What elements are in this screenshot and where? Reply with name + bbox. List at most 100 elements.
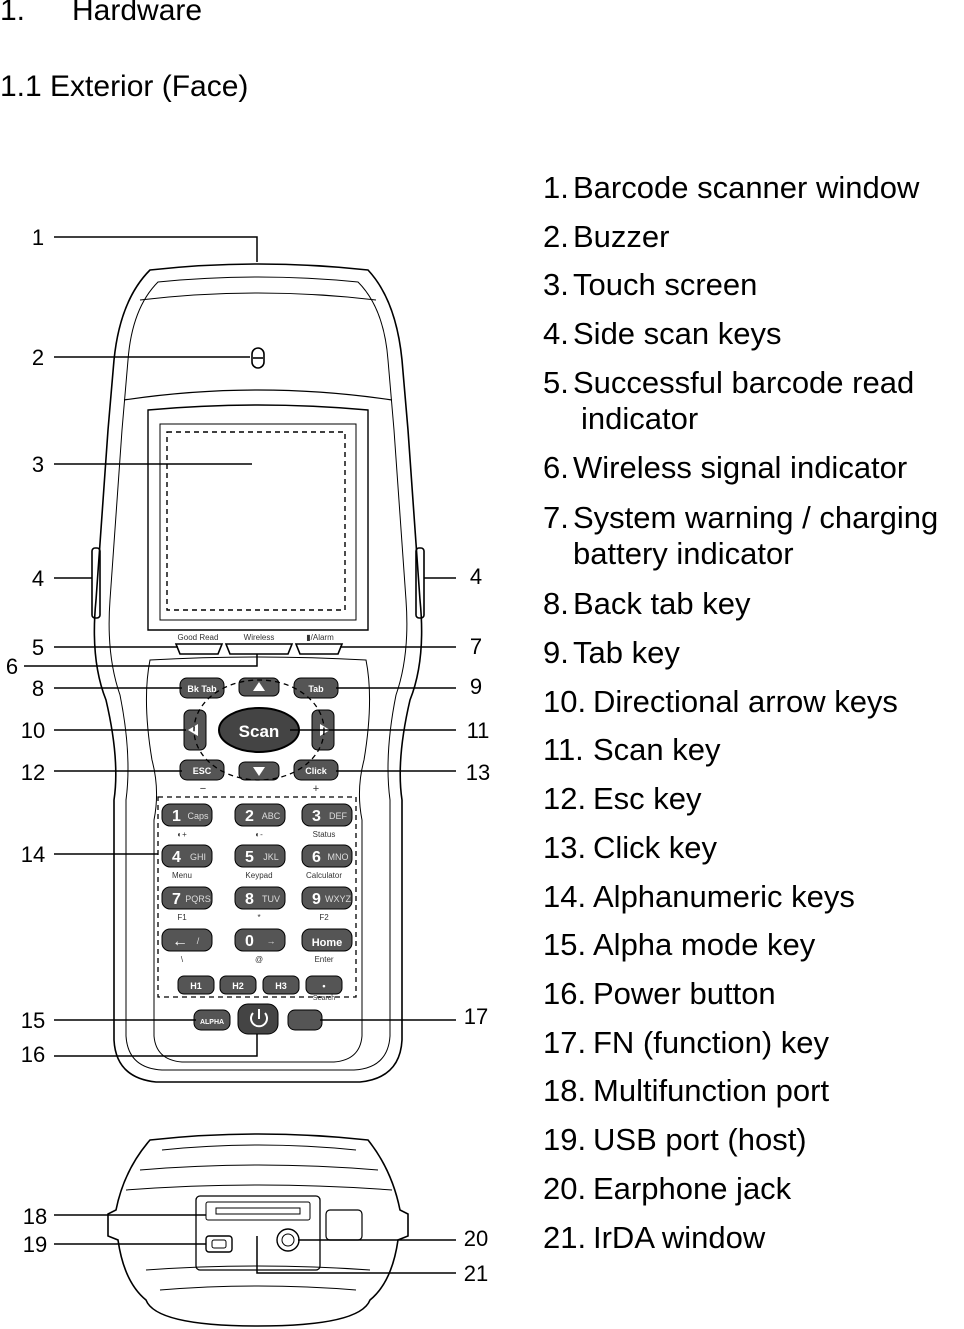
keypad-key-sublabel: Keypad bbox=[245, 871, 272, 880]
power-icon bbox=[250, 1009, 268, 1028]
callout-10: 10 bbox=[21, 718, 45, 743]
legend-item: 4.Side scan keys bbox=[543, 316, 782, 352]
legend-number: 11. bbox=[543, 732, 584, 767]
legend-item: 17.FN (function) key bbox=[543, 1025, 829, 1061]
legend-text: Side scan keys bbox=[573, 316, 782, 351]
callout-17: 17 bbox=[464, 1004, 488, 1029]
h-key[interactable] bbox=[262, 975, 300, 995]
click-key[interactable] bbox=[293, 759, 339, 781]
keypad-key-sublabel: Calculator bbox=[306, 871, 342, 880]
keypad-key[interactable] bbox=[301, 803, 353, 827]
legend-item: 3.Touch screen bbox=[543, 267, 757, 303]
callout-4-left: 4 bbox=[32, 566, 44, 591]
callout-3: 3 bbox=[32, 452, 44, 477]
legend-number: 3. bbox=[543, 267, 569, 302]
legend-text: Tab key bbox=[573, 635, 680, 670]
legend-number: 6. bbox=[543, 450, 569, 485]
legend-number: 18. bbox=[543, 1073, 587, 1108]
leader-lines bbox=[24, 236, 456, 1274]
legend-number: 10. bbox=[543, 684, 587, 719]
legend-item: 13.Click key bbox=[543, 830, 717, 866]
keypad-key[interactable] bbox=[161, 886, 213, 910]
keypad-key-letters: GHI bbox=[190, 852, 206, 862]
legend-item: 19.USB port (host) bbox=[543, 1122, 807, 1158]
legend-number: 4. bbox=[543, 316, 569, 351]
keypad-key-digit: Home bbox=[312, 937, 343, 949]
search-label: Search bbox=[313, 995, 335, 1002]
legend-text: USB port (host) bbox=[593, 1122, 807, 1157]
keypad-key-letters: MNO bbox=[328, 852, 349, 862]
keypad-key[interactable] bbox=[234, 844, 286, 868]
callout-4-right: 4 bbox=[470, 564, 482, 589]
legend-text: FN (function) key bbox=[593, 1025, 830, 1060]
keypad-key[interactable] bbox=[234, 886, 286, 910]
callout-8: 8 bbox=[32, 676, 44, 701]
arrow-left-icon bbox=[188, 724, 198, 736]
keypad-key-sublabel: @ bbox=[255, 955, 263, 964]
callout-6: 6 bbox=[6, 654, 18, 679]
keypad-key[interactable] bbox=[301, 886, 353, 910]
h-key-label: H3 bbox=[275, 981, 287, 991]
legend-text: Multifunction port bbox=[593, 1073, 830, 1108]
legend-text: Back tab key bbox=[573, 586, 751, 621]
h-key[interactable] bbox=[219, 975, 257, 995]
keypad-key-sublabel: \ bbox=[181, 955, 184, 964]
keypad-key-letters: Caps bbox=[187, 811, 209, 821]
callout-1: 1 bbox=[32, 225, 44, 250]
keypad-key-sublabel: ◐+ bbox=[177, 830, 187, 839]
legend-number: 1. bbox=[543, 170, 569, 205]
legend-item: 14.Alphanumeric keys bbox=[543, 879, 855, 915]
indicator-wireless: Wireless bbox=[244, 633, 275, 642]
legend-text: Barcode scanner window bbox=[573, 170, 920, 205]
keypad-key[interactable] bbox=[161, 803, 213, 827]
legend-text: Wireless signal indicator bbox=[573, 450, 908, 485]
keypad-key-digit: 2 bbox=[245, 808, 254, 825]
keypad-key-sublabel: Enter bbox=[314, 955, 333, 964]
legend-text: Alpha mode key bbox=[593, 927, 816, 962]
legend-number: 15. bbox=[543, 927, 587, 962]
section-heading: 1.Hardware bbox=[0, 0, 202, 28]
keypad-key[interactable] bbox=[161, 928, 213, 952]
legend-item: 16.Power button bbox=[543, 976, 776, 1012]
click-label: Click bbox=[305, 766, 328, 776]
callout-14: 14 bbox=[21, 842, 45, 867]
keypad-key[interactable] bbox=[161, 844, 213, 868]
legend-text: Power button bbox=[593, 976, 776, 1011]
keypad-key-digit: 8 bbox=[245, 891, 254, 908]
device-front bbox=[91, 263, 425, 1083]
scan-label: Scan bbox=[239, 722, 280, 741]
legend-item: 12.Esc key bbox=[543, 781, 702, 817]
keypad-key[interactable] bbox=[234, 803, 286, 827]
legend-text: Scan key bbox=[593, 732, 721, 767]
arrow-down-icon bbox=[253, 767, 265, 776]
legend-item: 20.Earphone jack bbox=[543, 1171, 791, 1207]
legend-item: 11. Scan key bbox=[543, 732, 721, 768]
callout-15: 15 bbox=[21, 1008, 45, 1033]
plus-label: + bbox=[313, 783, 319, 795]
legend-item: 8.Back tab key bbox=[543, 586, 750, 622]
legend-text-continued: battery indicator bbox=[573, 536, 794, 571]
legend-text: Touch screen bbox=[573, 267, 758, 302]
legend-text-continued: indicator bbox=[581, 401, 699, 436]
callout-20: 20 bbox=[464, 1226, 488, 1251]
subsection-heading: 1.1 Exterior (Face) bbox=[0, 70, 249, 103]
h-key[interactable] bbox=[305, 975, 343, 995]
nav-cluster bbox=[179, 677, 339, 781]
legend-number: 14. bbox=[543, 879, 587, 914]
h-key[interactable] bbox=[177, 975, 215, 995]
keypad-key-digit: 1 bbox=[172, 808, 181, 825]
keypad-key-letters: PQRS bbox=[185, 894, 211, 904]
keypad-key[interactable] bbox=[301, 844, 353, 868]
keypad-key[interactable] bbox=[234, 928, 286, 952]
alpha-label: ALPHA bbox=[200, 1019, 224, 1026]
legend-number: 21. bbox=[543, 1220, 587, 1255]
keypad-key-letters: DEF bbox=[329, 811, 348, 821]
legend-item: 6.Wireless signal indicator bbox=[543, 450, 907, 486]
keypad-key[interactable] bbox=[301, 928, 353, 952]
indicator-good-read: Good Read bbox=[178, 633, 219, 642]
tab-label: Tab bbox=[308, 684, 324, 694]
keypad-key-sublabel: F2 bbox=[319, 913, 329, 922]
